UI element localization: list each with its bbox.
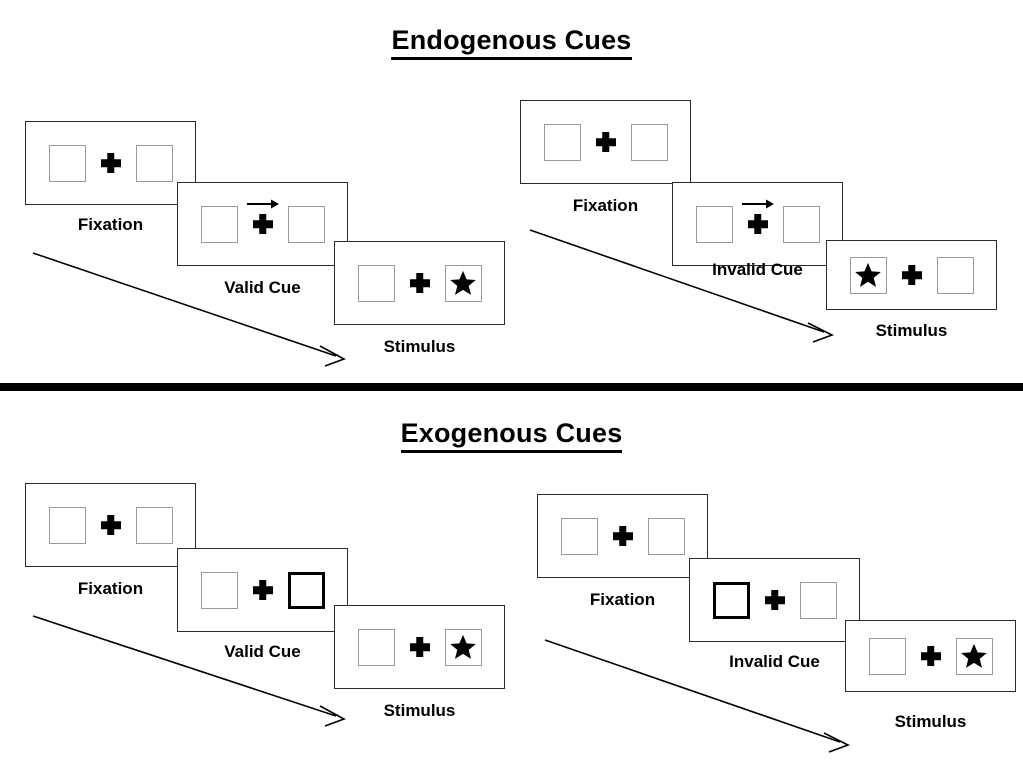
trial-frame-exogenous-valid-fixation [25, 483, 196, 567]
fixation-cross-icon [246, 199, 279, 235]
placeholder-square-left [48, 506, 86, 544]
stimulus-square-right [955, 637, 993, 675]
stage-label-exogenous-valid-stimulus: Stimulus [383, 701, 456, 720]
stage-label-endogenous-invalid-fixation: Fixation [572, 196, 639, 215]
placeholder-square-left [357, 264, 395, 302]
cued-square-right [287, 571, 325, 609]
stage-label-endogenous-invalid-cue: Invalid Cue [712, 260, 803, 279]
frame-inner [712, 581, 837, 619]
placeholder-square-right [287, 205, 325, 243]
placeholder-square-left [357, 628, 395, 666]
placeholder-square-left [560, 517, 598, 555]
frame-inner [868, 637, 993, 675]
fixation-cross-icon [100, 514, 122, 536]
fixation-cross-icon [409, 636, 431, 658]
placeholder-square-right [135, 144, 173, 182]
placeholder-square-left [200, 205, 238, 243]
placeholder-square-left [695, 205, 733, 243]
placeholder-square-right [799, 581, 837, 619]
section-title-exogenous-text: Exogenous Cues [400, 418, 623, 453]
fixation-cross-icon [100, 152, 122, 174]
section-title-exogenous: Exogenous Cues [0, 418, 1023, 453]
stage-label-exogenous-invalid-fixation: Fixation [589, 590, 656, 609]
trial-frame-endogenous-invalid-cue [672, 182, 843, 266]
placeholder-square-left [48, 144, 86, 182]
stage-label-exogenous-invalid-cue: Invalid Cue [729, 652, 820, 671]
placeholder-square-right [630, 123, 668, 161]
stimulus-square-right [444, 264, 482, 302]
frame-inner [200, 199, 325, 243]
fixation-cross-icon [901, 264, 923, 286]
placeholder-square-left [200, 571, 238, 609]
stage-label-exogenous-invalid-stimulus: Stimulus [894, 712, 967, 731]
arrow-right-icon [246, 199, 279, 209]
star-icon [961, 643, 987, 668]
trial-frame-endogenous-valid-stimulus [334, 241, 505, 325]
fixation-cross-icon [920, 645, 942, 667]
stage-label-endogenous-valid-cue: Valid Cue [224, 278, 301, 297]
frame-inner [357, 628, 482, 666]
trial-frame-endogenous-invalid-fixation [520, 100, 691, 184]
trial-frame-exogenous-valid-cue [177, 548, 348, 632]
trial-frame-exogenous-invalid-fixation [537, 494, 708, 578]
trial-frame-endogenous-invalid-stimulus [826, 240, 997, 310]
frame-inner [560, 517, 685, 555]
star-icon [450, 270, 476, 295]
stage-label-exogenous-valid-fixation: Fixation [77, 579, 144, 598]
fixation-cross-icon [612, 525, 634, 547]
fixation-cross-icon [741, 199, 774, 235]
star-icon [855, 262, 881, 287]
frame-inner [543, 123, 668, 161]
section-title-endogenous: Endogenous Cues [0, 25, 1023, 60]
placeholder-square-left [868, 637, 906, 675]
stage-label-exogenous-valid-cue: Valid Cue [224, 642, 301, 661]
stage-label-endogenous-valid-stimulus: Stimulus [383, 337, 456, 356]
frame-inner [849, 256, 974, 294]
frame-inner [200, 571, 325, 609]
stimulus-square-right [444, 628, 482, 666]
section-title-endogenous-text: Endogenous Cues [391, 25, 632, 60]
placeholder-square-right [135, 506, 173, 544]
fixation-cross-icon [764, 589, 786, 611]
frame-inner [357, 264, 482, 302]
placeholder-square-right [782, 205, 820, 243]
placeholder-square-right [936, 256, 974, 294]
placeholder-square-right [647, 517, 685, 555]
frame-inner [48, 506, 173, 544]
trial-frame-exogenous-invalid-cue [689, 558, 860, 642]
placeholder-square-left [543, 123, 581, 161]
arrow-right-icon [741, 199, 774, 209]
frame-inner [695, 199, 820, 243]
star-icon [450, 634, 476, 659]
frame-inner [48, 144, 173, 182]
trial-frame-endogenous-valid-cue [177, 182, 348, 266]
stimulus-square-left [849, 256, 887, 294]
stage-label-endogenous-invalid-stimulus: Stimulus [875, 321, 948, 340]
section-divider [0, 383, 1023, 391]
stage-label-endogenous-valid-fixation: Fixation [77, 215, 144, 234]
fixation-cross-icon [252, 579, 274, 601]
cued-square-left [712, 581, 750, 619]
fixation-cross-icon [409, 272, 431, 294]
trial-frame-exogenous-valid-stimulus [334, 605, 505, 689]
fixation-cross-icon [595, 131, 617, 153]
trial-frame-endogenous-valid-fixation [25, 121, 196, 205]
trial-frame-exogenous-invalid-stimulus [845, 620, 1016, 692]
